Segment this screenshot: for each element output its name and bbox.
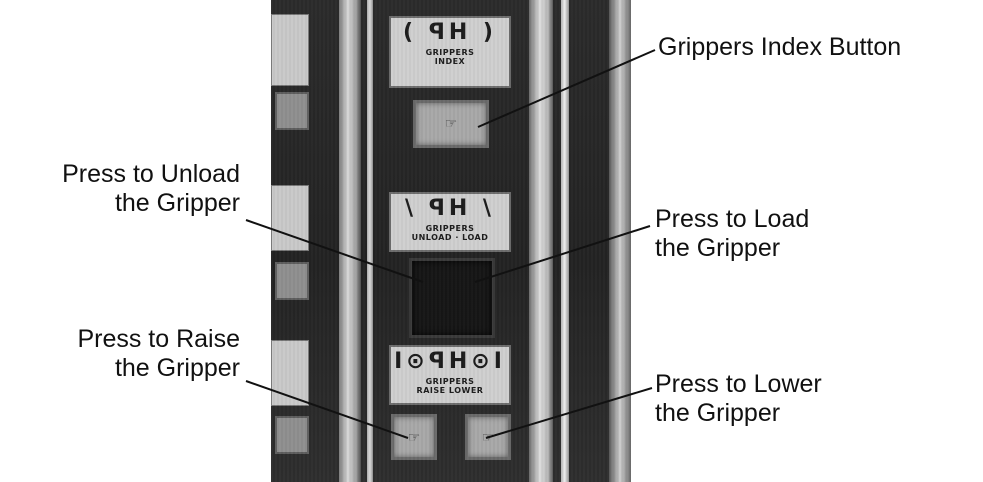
left-panel-button [275, 92, 309, 130]
callout-text: the Gripper [655, 399, 781, 427]
panel-rail [561, 0, 569, 482]
callout-text: Press to Unload [62, 160, 240, 188]
leader-line-raise [245, 380, 409, 439]
plate-caption: RAISE LOWER [416, 386, 484, 395]
callout-unload: Press to Unload the Gripper [62, 160, 240, 218]
load-symbol: \ ꟼH \ [405, 196, 495, 221]
left-panel-button [275, 416, 309, 454]
plate-caption: GRIPPERS [425, 224, 475, 233]
left-panel-button [275, 262, 309, 300]
callout-text: the Gripper [114, 189, 240, 217]
grippers-index-button[interactable]: ☞ [413, 100, 489, 148]
gripper-load-label-plate: \ ꟼH \ GRIPPERS UNLOAD · LOAD [389, 192, 511, 252]
callout-text: the Gripper [114, 354, 240, 382]
callout-load: Press to Load the Gripper [655, 205, 809, 263]
grippers-index-label-plate: ( ꟼH ) GRIPPERS INDEX [389, 16, 511, 88]
raise-lower-symbol: I⊙ꟼH⊙I [394, 349, 506, 374]
leader-line-unload [245, 219, 424, 283]
panel-rail [339, 0, 361, 482]
leader-line-load [474, 225, 651, 283]
callout-text: Press to Raise [77, 325, 240, 353]
plate-caption: GRIPPERS [425, 377, 475, 386]
left-label-plate [271, 14, 309, 86]
callout-text: Press to Lower [655, 370, 822, 398]
callout-text: the Gripper [655, 234, 781, 262]
unload-load-rocker-button[interactable] [409, 258, 495, 338]
raise-gripper-button[interactable]: ☞ [391, 414, 437, 460]
left-label-plate [271, 340, 309, 406]
plate-caption: GRIPPERS [425, 48, 475, 57]
gripper-raise-lower-label-plate: I⊙ꟼH⊙I GRIPPERS RAISE LOWER [389, 345, 511, 405]
callout-grippers-index: Grippers Index Button [658, 33, 901, 62]
callout-text: Press to Load [655, 205, 810, 233]
panel-rail [367, 0, 373, 482]
control-panel-photo: ( ꟼH ) GRIPPERS INDEX ☞ \ ꟼH \ GRIPPERS … [271, 0, 631, 482]
panel-rail [609, 0, 631, 482]
leader-line-lower [485, 387, 653, 439]
plate-caption: UNLOAD · LOAD [411, 233, 489, 242]
callout-lower: Press to Lower the Gripper [655, 370, 822, 428]
plate-caption: INDEX [434, 57, 466, 66]
callout-text: Grippers Index Button [658, 33, 902, 61]
panel-rail [529, 0, 553, 482]
index-symbol: ( ꟼH ) [403, 20, 497, 45]
leader-line-index [477, 49, 656, 128]
callout-raise: Press to Raise the Gripper [77, 325, 240, 383]
